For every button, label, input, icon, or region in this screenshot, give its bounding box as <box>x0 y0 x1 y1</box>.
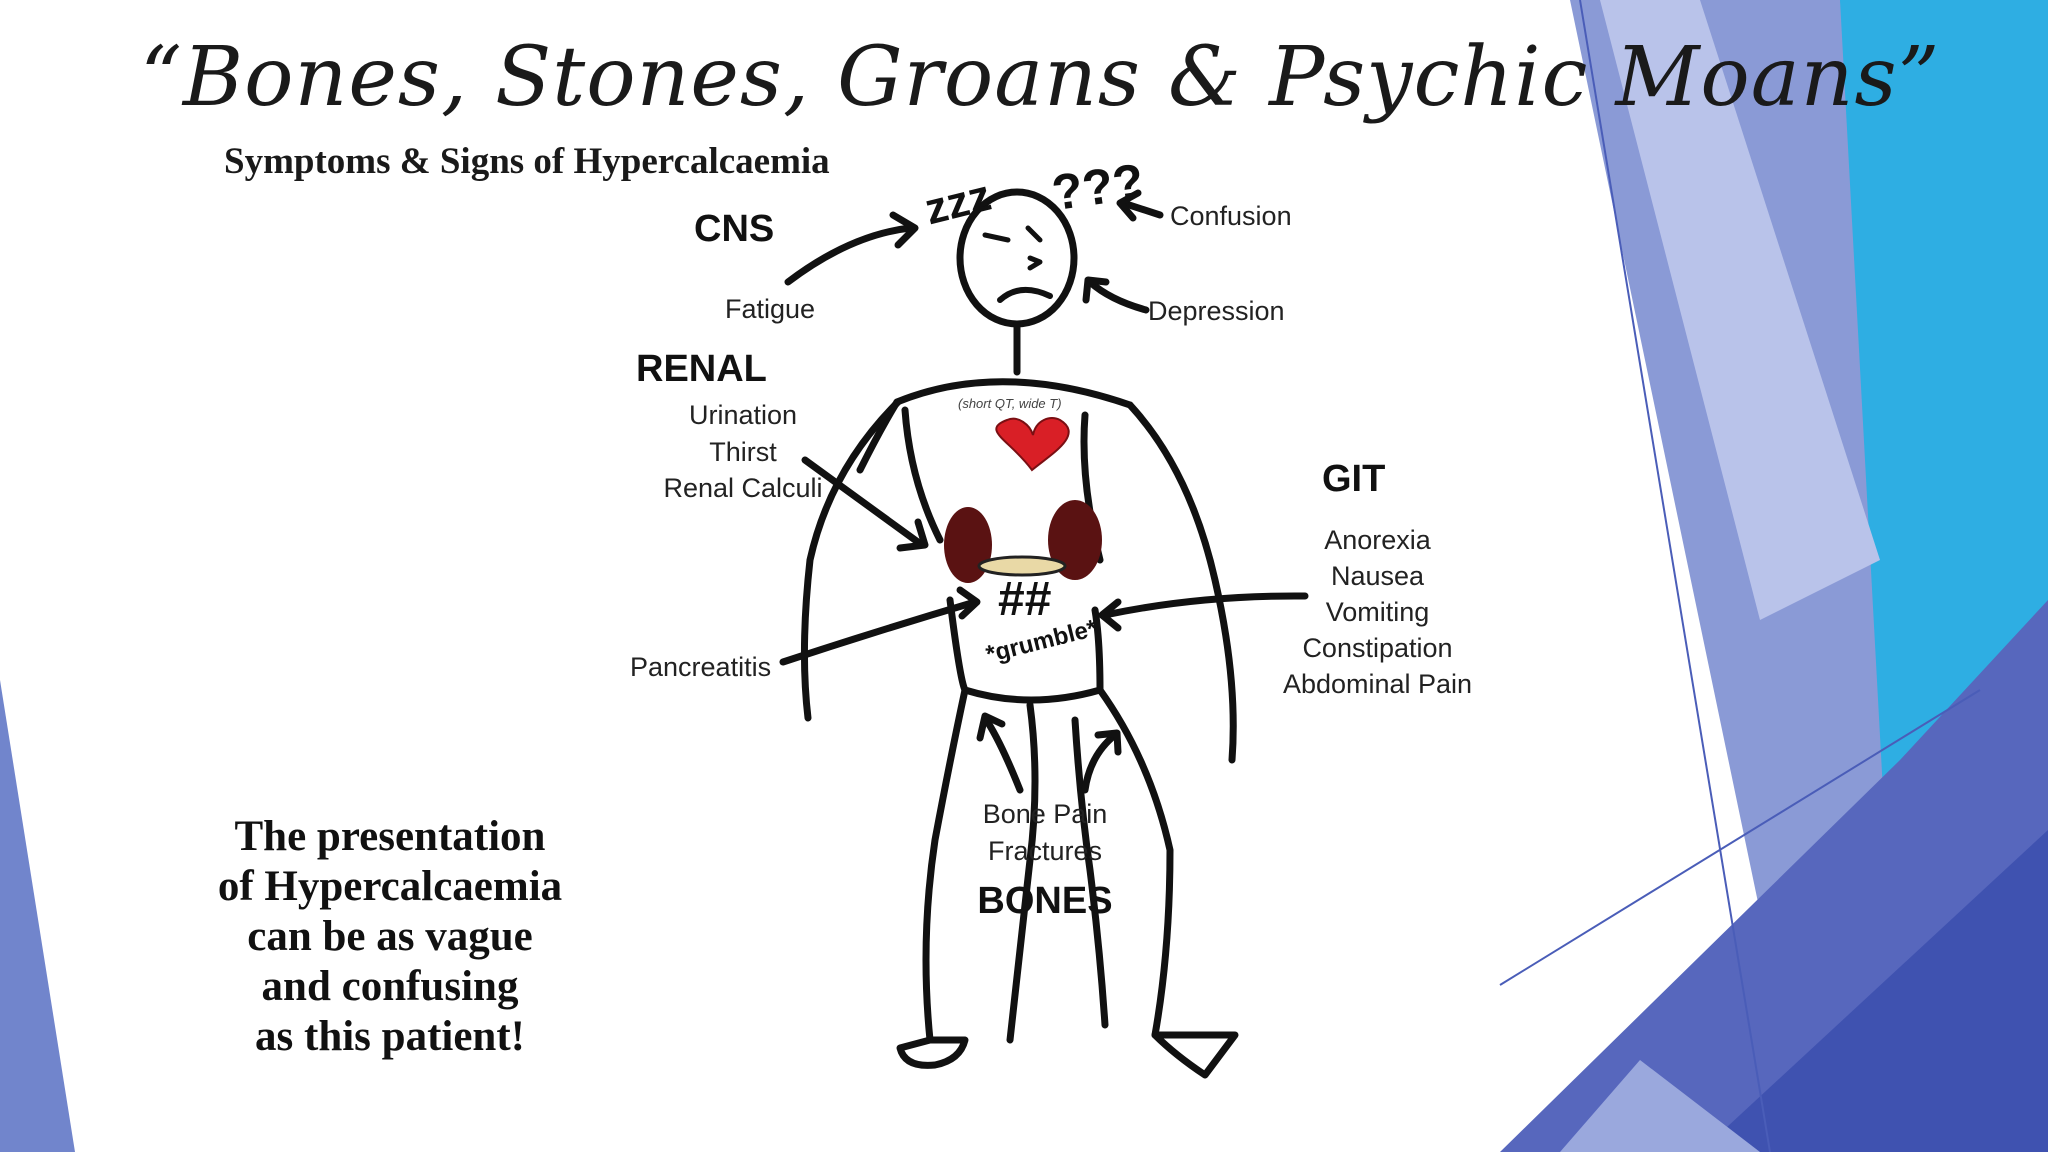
figure-right-leg-inner <box>1071 716 1109 1029</box>
git-item-anorexia: Anorexia <box>1324 525 1431 555</box>
arrow-bones-right <box>1081 731 1119 794</box>
right-shape-bottom-dark <box>1700 830 2048 1152</box>
cns-label: CNS <box>694 208 775 250</box>
arrowhead-bones-left <box>976 712 1006 742</box>
arrowhead-pancreatitis <box>956 586 981 620</box>
arrowhead-bones-right <box>1094 729 1122 756</box>
right-shape-pale <box>1600 0 1880 620</box>
caption-line-4: and confusing <box>261 963 519 1010</box>
renal-item-urination: Urination <box>688 400 798 430</box>
arrowhead-depression <box>1082 276 1110 304</box>
bones-item-bone-pain: Bone Pain <box>982 799 1108 829</box>
arrowhead-git <box>1098 598 1122 632</box>
figure-left-foot <box>896 1036 969 1069</box>
figure-eyebrow-right <box>1025 225 1043 243</box>
figure-nose <box>1027 255 1043 271</box>
git-item-nausea: Nausea <box>1330 561 1425 591</box>
bones-item-fractures: Fractures <box>987 836 1103 866</box>
left-accent-shape <box>0 680 75 1152</box>
arrow-fatigue <box>784 224 914 286</box>
arrow-depression <box>1086 278 1150 314</box>
slide-title: “Bones, Stones, Groans & Psychic Moans” <box>140 30 1941 125</box>
cns-confusion: Confusion <box>1170 201 1292 231</box>
caption-line-2: of Hypercalcaemia <box>217 863 563 910</box>
arrowhead-renal <box>896 518 929 552</box>
ecg-note: (short QT, wide T) <box>958 396 1062 411</box>
arrow-confusion <box>1119 199 1164 219</box>
figure-shoulders <box>893 378 1134 409</box>
abdomen-hash-symbol: ## <box>998 573 1052 626</box>
renal-item-thirst: Thirst <box>709 437 777 467</box>
arrow-git <box>1101 592 1309 619</box>
pancreatitis-label: Pancreatitis <box>630 652 772 682</box>
arrowhead-fatigue <box>889 211 919 249</box>
arrow-pancreatitis <box>779 598 979 666</box>
figure-right-foot <box>1151 1031 1239 1079</box>
figure-belly <box>946 596 1104 704</box>
bones-label: BONES <box>977 880 1113 922</box>
renal-label: RENAL <box>636 348 767 390</box>
caption-line-1: The presentation <box>234 813 546 860</box>
figure-right-arm-outer <box>1126 401 1237 764</box>
figure-inner-legs <box>1006 701 1039 1044</box>
right-thin-line-1 <box>1579 0 1771 1152</box>
figure-left-arm-outer <box>800 398 902 722</box>
heart-icon <box>995 417 1070 472</box>
git-label: GIT <box>1322 458 1386 500</box>
slide-subtitle: Symptoms & Signs of Hypercalcaemia <box>224 141 830 182</box>
caption-text: The presentation of Hypercalcaemia can b… <box>180 812 600 1062</box>
right-thin-line-2 <box>1499 689 1981 986</box>
figure-left-leg-outer <box>922 686 969 1044</box>
kidney-right-icon <box>1048 500 1102 580</box>
caption-line-3: can be as vague <box>247 913 533 960</box>
figure-frown <box>997 287 1053 303</box>
caption-line-5: as this patient! <box>255 1013 525 1060</box>
pancreas-icon <box>977 555 1067 577</box>
figure-left-torso <box>901 406 944 544</box>
git-item-constipation: Constipation <box>1302 633 1453 663</box>
cns-fatigue: Fatigue <box>725 294 816 324</box>
right-shape-bottom-pale <box>1560 1060 1760 1152</box>
cns-depression: Depression <box>1148 296 1285 326</box>
figure-right-leg-outer <box>1096 686 1174 1039</box>
renal-item-calculi: Renal Calculi <box>663 473 823 503</box>
git-item-vomiting: Vomiting <box>1325 597 1430 627</box>
arrowhead-confusion <box>1116 189 1142 222</box>
figure-eyebrow-left <box>982 232 1011 243</box>
arrow-bones-left <box>981 714 1024 794</box>
arrow-renal <box>801 456 926 549</box>
git-item-abdominal-pain: Abdominal Pain <box>1282 669 1473 699</box>
